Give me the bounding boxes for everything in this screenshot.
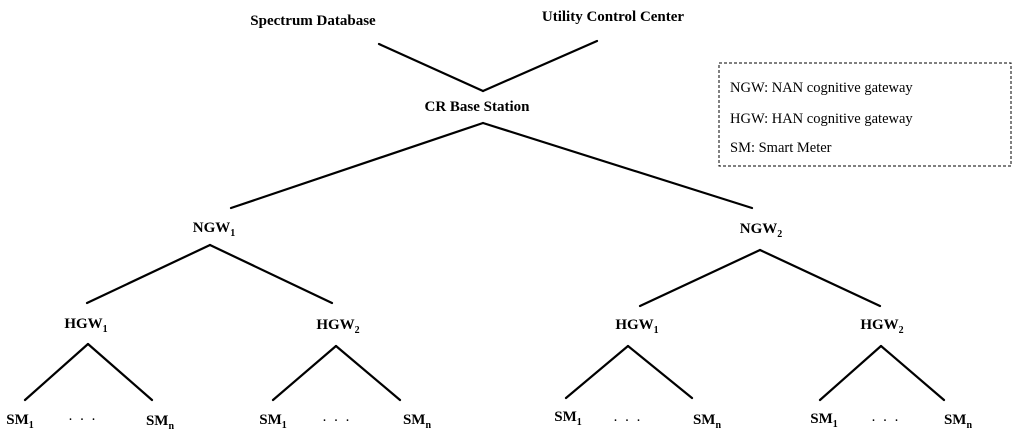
sm-first-label: SM1 [810, 411, 838, 430]
edge-ngw1-to-hgw2 [208, 243, 334, 305]
sm-last-label: SMn [693, 412, 722, 431]
edge-hgw-to-sm [818, 344, 883, 402]
sm-first-label: SM1 [6, 412, 34, 431]
sm-ellipsis: . . . [69, 408, 98, 424]
sm-ellipsis: . . . [872, 409, 901, 425]
edge-bs-to-ngw-2 [481, 121, 754, 210]
sm-first-label: SM1 [554, 409, 582, 428]
utility-control-center-label: Utility Control Center [542, 9, 685, 25]
legend-item-hgw: HGW: HAN cognitive gateway [730, 111, 913, 127]
legend-item-ngw: NGW: NAN cognitive gateway [730, 80, 913, 96]
sm-ellipsis: . . . [614, 409, 643, 425]
sm-last-label: SMn [944, 412, 973, 431]
legend-item-sm: SM: Smart Meter [730, 140, 832, 156]
edge-hgw-to-sm [564, 344, 630, 400]
spectrum-database-label: Spectrum Database [250, 13, 376, 29]
edge-bs-to-ngw-1 [229, 121, 485, 210]
edge-ngw1-to-hgw1 [85, 243, 212, 305]
edge-hgw-to-sm [334, 344, 402, 402]
edge-spectrum-db-to-bs [377, 42, 485, 93]
base-station-label: CR Base Station [424, 99, 530, 115]
hgw-2-label: HGW2 [316, 317, 359, 336]
edge-ucc-to-bs [481, 39, 599, 93]
edge-hgw-to-sm [626, 344, 694, 400]
sm-ellipsis: . . . [323, 409, 352, 425]
edge-ngw2-to-hgw2 [758, 248, 882, 308]
hgw-2-label: HGW2 [860, 317, 903, 336]
hgw-1-label: HGW1 [64, 316, 107, 335]
ngw-2-label: NGW2 [740, 221, 783, 240]
sm-last-label: SMn [146, 413, 175, 432]
sm-last-label: SMn [403, 412, 432, 431]
sm-first-label: SM1 [259, 412, 287, 431]
legend: NGW: NAN cognitive gateway HGW: HAN cogn… [718, 62, 1012, 167]
edge-ngw2-to-hgw1 [638, 248, 762, 308]
edge-hgw-to-sm [879, 344, 946, 402]
hgw-1-label: HGW1 [615, 317, 658, 336]
edge-hgw-to-sm [23, 342, 90, 402]
edge-hgw-to-sm [86, 342, 154, 402]
legend-box [718, 62, 1012, 167]
edge-hgw-to-sm [271, 344, 338, 402]
ngw-1-label: NGW1 [193, 220, 236, 239]
